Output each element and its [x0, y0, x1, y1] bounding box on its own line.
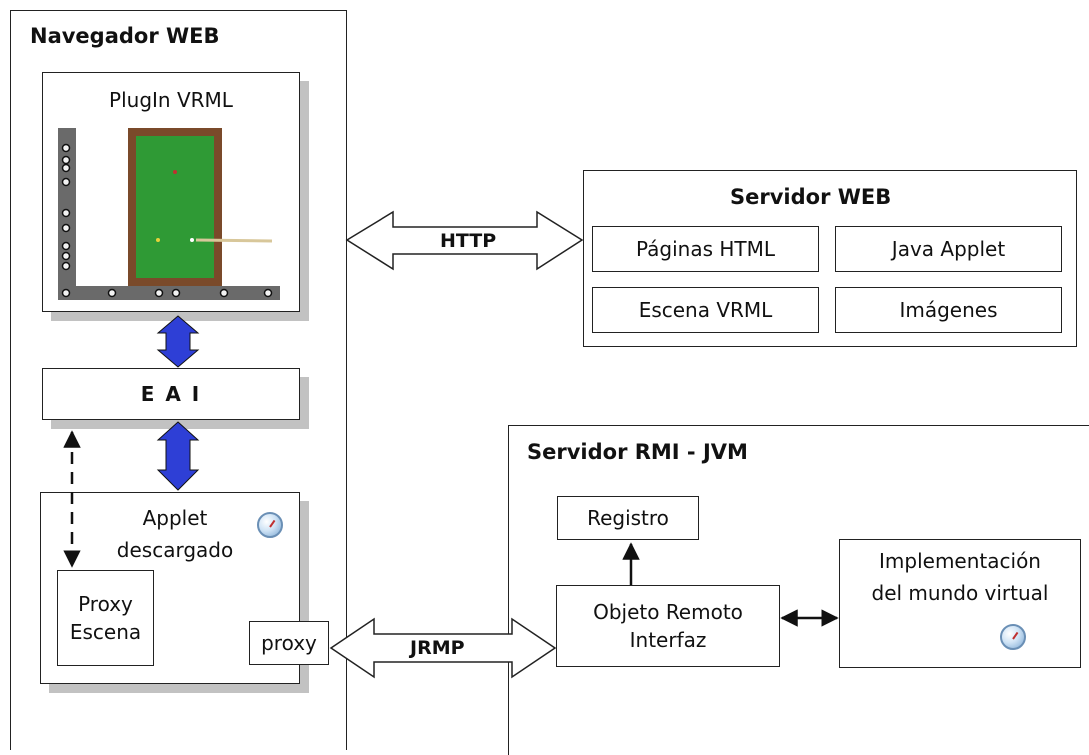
browser-title: Navegador WEB: [30, 24, 220, 48]
remote-object-line2: Interfaz: [629, 628, 707, 652]
eai-box: E A I: [42, 368, 300, 420]
web-item-vrml-scene: Escena VRML: [592, 287, 819, 333]
scene-ball-yellow: [156, 238, 160, 242]
rmi-server-title: Servidor RMI - JVM: [527, 440, 748, 464]
web-item-images: Imágenes: [835, 287, 1062, 333]
http-arrow: [345, 210, 584, 271]
proxy-scene-line2: Escena: [69, 620, 142, 644]
web-item-vrml-scene-label: Escena VRML: [638, 298, 773, 322]
scene-table-felt: [136, 136, 214, 278]
web-item-html-pages-label: Páginas HTML: [635, 237, 776, 261]
jrmp-arrow: [329, 617, 557, 679]
applet-label-line2: descargado: [116, 538, 234, 562]
web-server-title: Servidor WEB: [730, 185, 892, 209]
eai-label: E A I: [140, 382, 202, 406]
remote-object-box: Objeto Remoto Interfaz: [556, 585, 780, 667]
implementation-box: [839, 539, 1081, 668]
applet-label-line1: Applet: [142, 506, 208, 530]
web-item-java-applet-label: Java Applet: [891, 237, 1006, 261]
scene-balls-left: [61, 143, 71, 271]
scene-cue-stick: [195, 238, 273, 243]
implementation-clock-icon: [1000, 624, 1026, 650]
eai-arrow-top: [156, 315, 200, 368]
http-label: HTTP: [440, 230, 497, 252]
scene-balls-bottom: [61, 288, 273, 298]
scene-ball-white: [190, 238, 194, 242]
proxy-scene-line1: Proxy: [78, 592, 133, 616]
registry-label: Registro: [587, 506, 669, 530]
vrml-plugin-label: PlugIn VRML: [109, 88, 233, 112]
web-item-html-pages: Páginas HTML: [592, 226, 819, 272]
implementation-line2: del mundo virtual: [871, 581, 1049, 605]
implementation-line1: Implementación: [879, 549, 1041, 573]
applet-clock-icon: [257, 512, 283, 538]
web-item-java-applet: Java Applet: [835, 226, 1062, 272]
registry-box: Registro: [557, 496, 699, 540]
web-item-images-label: Imágenes: [899, 298, 998, 322]
proxy-label: proxy: [261, 631, 317, 655]
proxy-scene-box: Proxy Escena: [57, 570, 154, 666]
proxy-box: proxy: [249, 621, 329, 665]
jrmp-label: JRMP: [410, 637, 465, 659]
scene-ball-red: [173, 170, 177, 174]
eai-arrow-bottom: [156, 421, 200, 491]
remote-object-line1: Objeto Remoto: [593, 600, 743, 624]
